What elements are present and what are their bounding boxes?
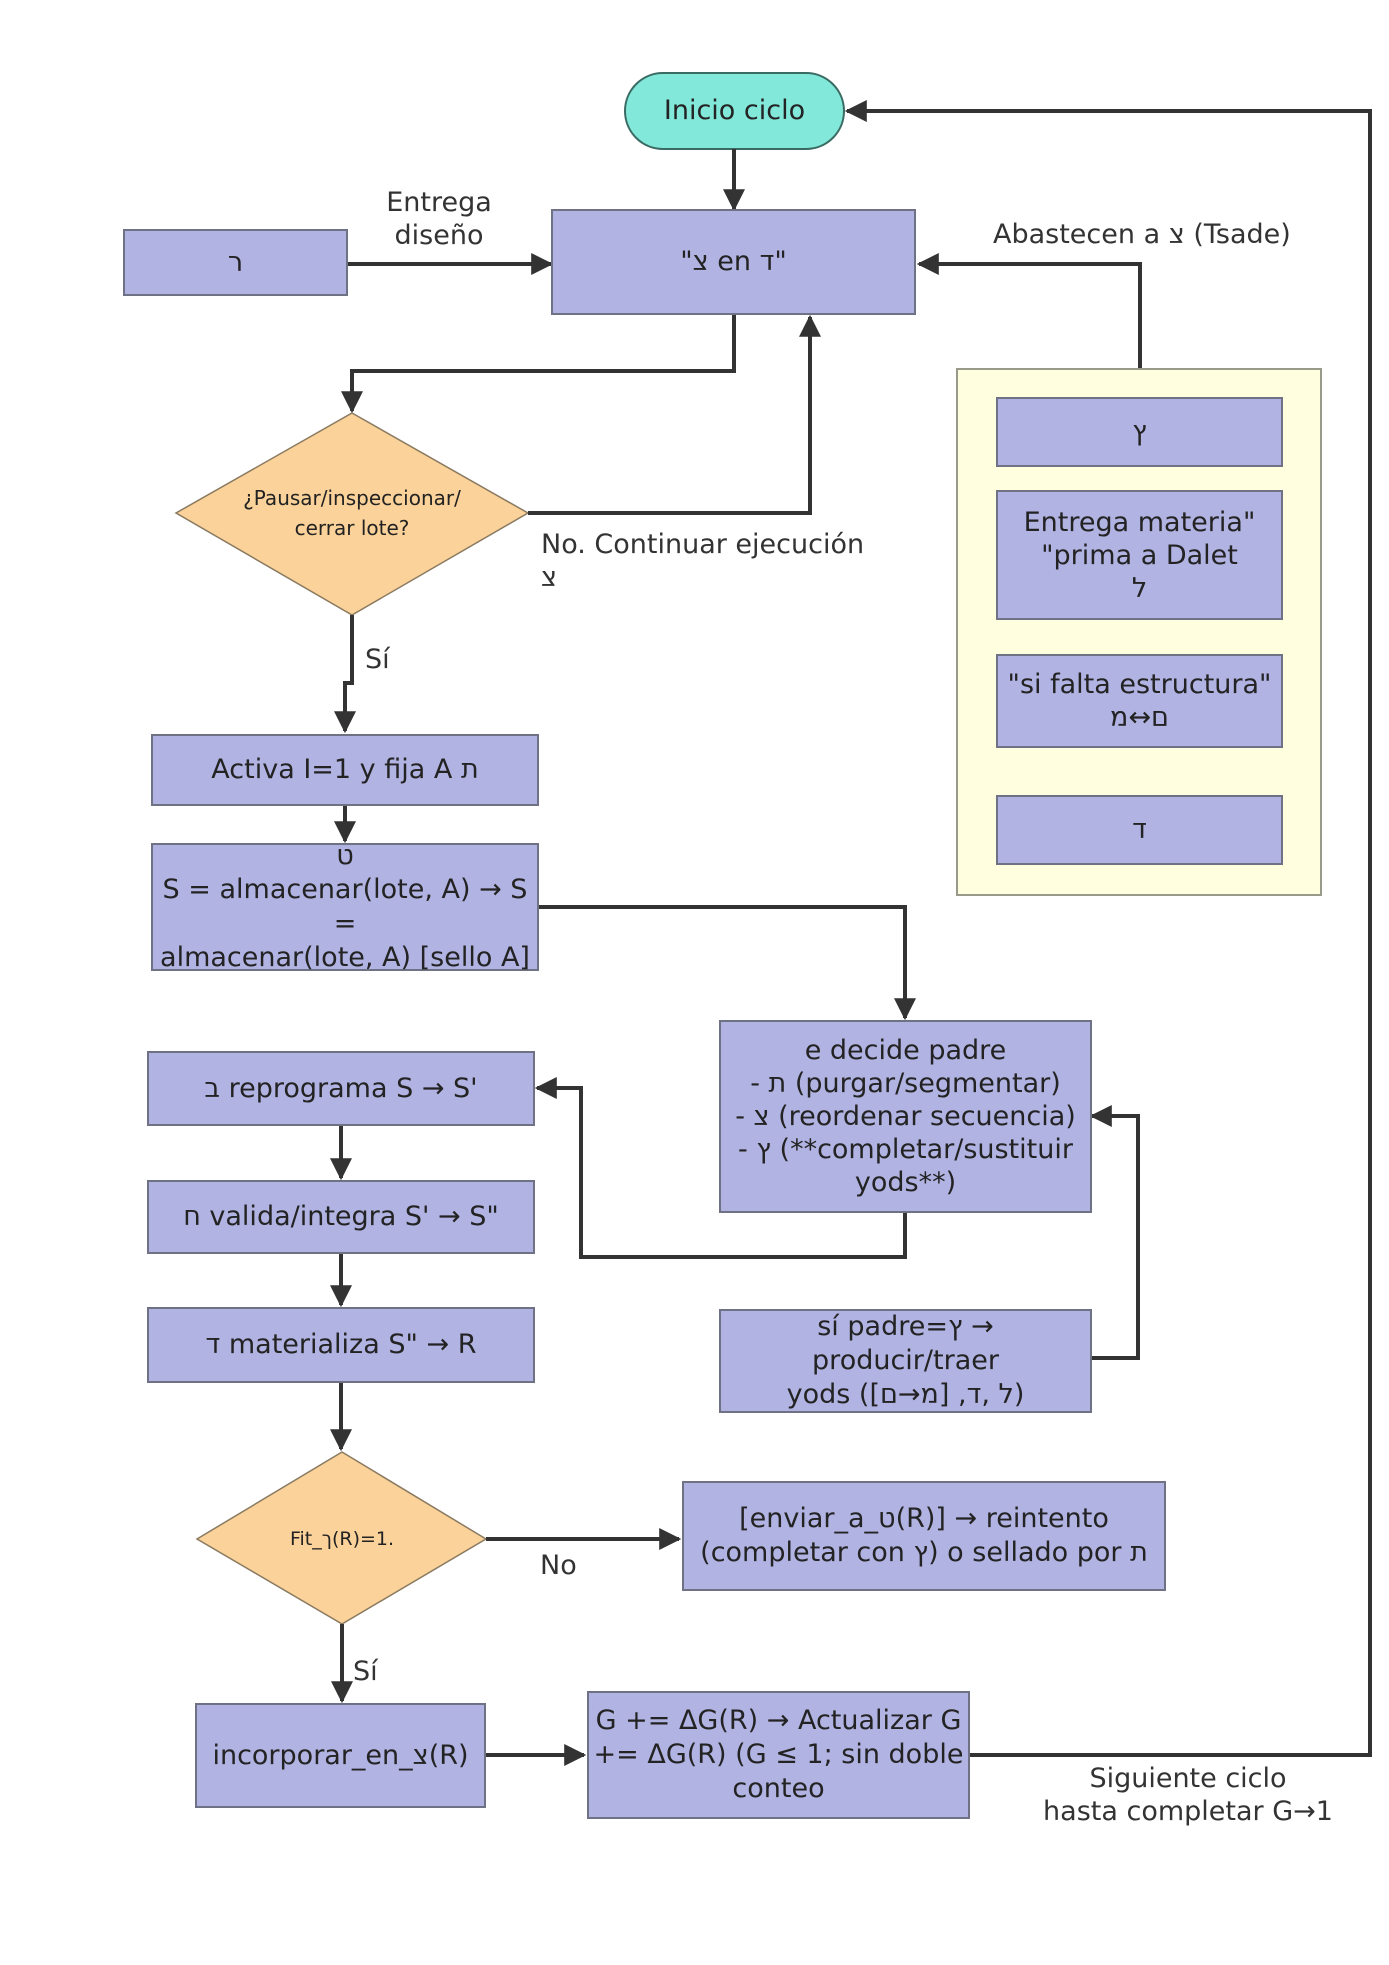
panel-dalet-box: ד <box>996 795 1283 865</box>
tsade-en-dalet-box: "צ en ד" <box>551 209 916 315</box>
panel-tsadi-box: ץ <box>996 397 1283 467</box>
arrow-panel-to-tsade <box>916 253 1142 368</box>
reintento-box: [enviar_a_ט(R)] → reintento (completar c… <box>682 1481 1166 1591</box>
resh-box: ר <box>123 229 348 296</box>
reprograma-box: ב reprograma S → S' <box>147 1051 535 1126</box>
arrow-decision-no-to-tsade <box>528 314 821 515</box>
actualizar-box: G += ΔG(R) → Actualizar G += ΔG(R) (G ≤ … <box>587 1691 970 1819</box>
label-si-2: Sí <box>353 1656 378 1687</box>
incorporar-box: incorporar_en_צ(R) <box>195 1703 486 1808</box>
activa-box: Activa I=1 y fija A ת <box>151 734 539 806</box>
decision-pause-text: ¿Pausar/inspeccionar/ cerrar lote? <box>243 486 461 540</box>
label-no-fit: No <box>540 1550 577 1581</box>
label-siguiente-ciclo: Siguiente ciclo hasta completar G→1 <box>1043 1763 1333 1827</box>
si-padre-box: sí padre=ץ → producir/traer yods ([מ→ם] … <box>719 1309 1092 1413</box>
label-entrega-diseno: Entrega diseño <box>386 187 492 251</box>
materializa-box: ד materializa S" → R <box>147 1307 535 1383</box>
arrow-sipadre-to-padre <box>1089 1105 1140 1360</box>
panel-estructura-box: "si falta estructura" ם↔מ <box>996 654 1283 748</box>
arrow-padre-to-reprograma <box>534 1077 907 1259</box>
tet-store-box: ט S = almacenar(lote, A) → S = almacenar… <box>151 840 539 973</box>
decision-fit-text: Fit_ך(R)=1. <box>289 1528 395 1550</box>
arrow-loop-to-start <box>844 100 1372 1757</box>
start-terminal: Inicio ciclo <box>663 95 806 126</box>
panel-materia-box: Entrega materia" "prima a Dalet ל <box>996 490 1283 620</box>
label-abastecen: Abastecen a צ (Tsade) <box>993 219 1291 250</box>
arrow-decision-si-to-activa <box>334 615 356 734</box>
label-no-continuar: No. Continuar ejecución צ <box>541 529 865 593</box>
padre-box: e decide padre - ת (purgar/segmentar) - … <box>719 1020 1092 1213</box>
label-si-1: Sí <box>365 644 390 675</box>
arrow-tet-to-padre <box>539 905 916 1021</box>
valida-box: ח valida/integra S' → S" <box>147 1180 535 1254</box>
arrow-tsade-to-decision <box>341 315 736 414</box>
